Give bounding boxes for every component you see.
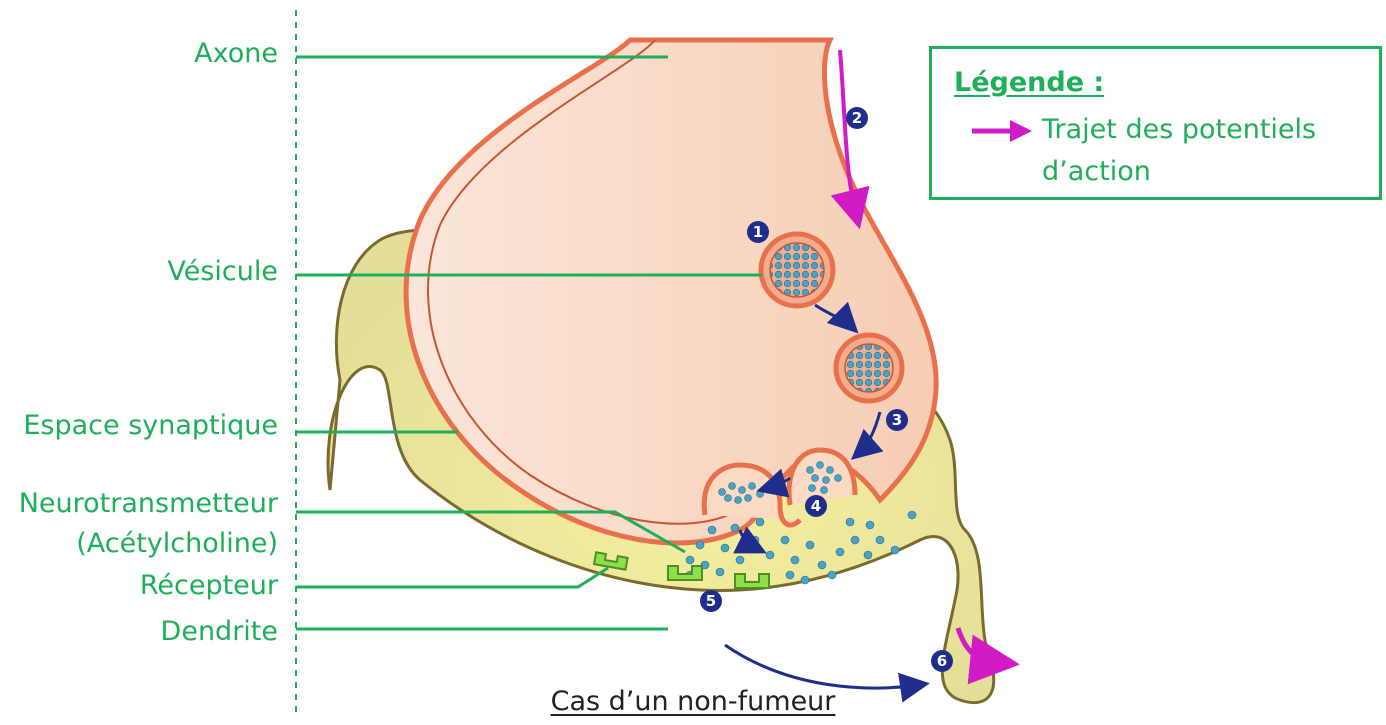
label-espace-synaptique: Espace synaptique [23, 410, 278, 442]
svg-text:3: 3 [892, 411, 902, 429]
vesicle-2 [836, 335, 902, 401]
svg-text:2: 2 [852, 109, 862, 127]
label-axone: Axone [194, 38, 278, 70]
legend-title: Légende : [954, 67, 1104, 98]
svg-text:5: 5 [706, 592, 716, 610]
legend-text: Trajet des potentiels d’action [1042, 109, 1316, 193]
step-marker-3: 3 [886, 409, 908, 431]
legend-box: Légende : Trajet des potentiels d’action [929, 46, 1382, 200]
svg-text:6: 6 [937, 652, 947, 670]
label-dendrite: Dendrite [161, 616, 278, 648]
label-recepteur: Récepteur [140, 570, 278, 602]
label-acetylcholine: (Acétylcholine) [76, 528, 278, 560]
label-vesicule: Vésicule [167, 256, 278, 288]
step-marker-5: 5 [700, 590, 722, 612]
legend-arrow-icon [970, 112, 1034, 146]
svg-text:4: 4 [811, 497, 821, 515]
leader-recepteur [296, 568, 608, 587]
step-marker-2: 2 [846, 107, 868, 129]
svg-text:1: 1 [753, 223, 763, 241]
diagram-caption: Cas d’un non-fumeur [0, 686, 1386, 717]
step-marker-1: 1 [747, 221, 769, 243]
step-marker-4: 4 [805, 495, 827, 517]
label-neurotransmetteur: Neurotransmetteur [19, 488, 278, 520]
vesicle-1 [761, 234, 833, 306]
step-marker-6: 6 [931, 650, 953, 672]
